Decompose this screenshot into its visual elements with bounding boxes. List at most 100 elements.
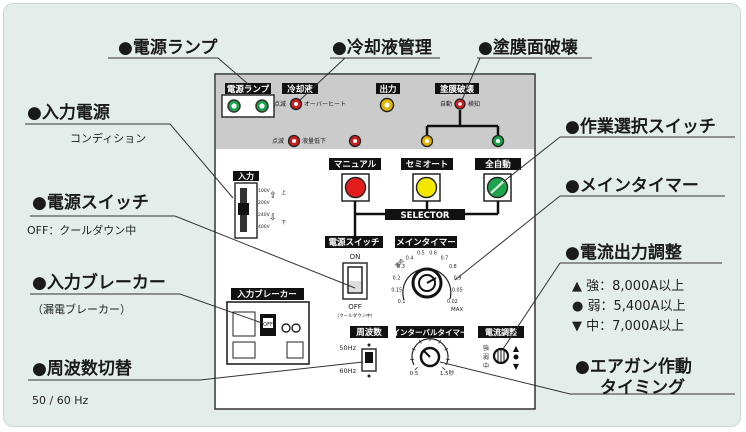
interval-scale-tick [442,366,446,371]
semiauto-button[interactable] [415,176,438,199]
manual-indicator-core [353,139,357,143]
main-timer-scale-label: 0.15 [391,288,402,294]
main-timer-scale-label: 0.2 [393,275,401,281]
coating-auto-label: 自動 [440,100,452,108]
callout-main-timer: ●メインタイマー [565,176,699,196]
input-mark-3: 400V [258,224,271,230]
fullauto-label-bg [475,158,521,170]
breaker-block-bl [232,341,256,359]
fullauto-button-stripe [490,180,505,194]
main-timer-pointer [426,277,437,284]
breaker-block-left [232,311,256,337]
power-lamp-label: 電源ランプ [227,84,270,95]
callout-freq-switch-sub: 50 / 60 Hz [32,394,89,407]
main-timer-scale-label: 0.4 [406,255,414,261]
breaker-label: 入力ブレーカー [236,289,297,300]
interval-label-bg [396,326,464,338]
freq-label-bg [350,326,388,338]
callout-work-select: ●作業選択スイッチ [565,117,716,137]
interval-scale-tick [410,358,415,360]
callout-power-switch-sub: OFF：クールダウン中 [27,224,137,237]
level-low-label: 液量低下 [302,137,326,145]
semiauto-label: セミオート [406,160,449,170]
callout-airgun-line2: タイミング [600,378,685,398]
callout-freq-switch: ●周波数切替 [32,359,132,379]
input-up-arrow: ⇧ [269,191,277,201]
level-blink-label: 点滅 [272,137,284,145]
coating-label-bg [435,83,479,94]
leader-lines [25,57,735,395]
callout-current-adjust: ●電流出力調整 [565,243,682,263]
main-timer-scale-label: 0.7 [441,255,449,261]
main-timer-scale-label: 0.02 [447,299,458,305]
freq-50-label: 50Hz [339,344,356,352]
power-switch-label-bg [325,236,383,248]
selector-label-bg [385,209,465,220]
current-spec-weak: ● 弱：5,400A以上 [572,299,686,314]
fullauto-indicator-core [496,139,500,143]
leader-current [502,262,722,350]
callout-input-breaker: ●入力ブレーカー [32,273,166,293]
level-low-lamp-core [292,139,296,143]
output-lamp-core [384,102,390,108]
main-timer-max-label: MAX [451,307,464,313]
semiauto-label-bg [401,158,453,170]
interval-pointer [423,350,431,358]
leader-freq [28,361,364,381]
current-knob-grip [497,349,505,363]
input-switch-lever[interactable] [238,203,249,215]
main-timer-scale-label: 0.05 [452,288,463,294]
power-lamp-right-core [259,103,265,109]
fullauto-label: 全自動 [484,159,511,170]
freq-switch-toggle[interactable] [365,352,373,363]
coating-label: 塗膜破壊 [440,84,475,95]
main-timer-scale-label: 0.5 [417,251,425,257]
callout-airgun: ●エアガン作動 [575,357,692,377]
input-down-mark: 下 [281,220,286,226]
manual-label-bg [329,158,381,170]
callout-input-breaker-sub: （漏電ブレーカー） [32,303,131,316]
breaker-off-label: OFF [263,322,273,328]
input-label: 入力 [237,171,254,181]
main-timer-scale-label: 0.1 [398,299,406,305]
coolant-label-bg [282,83,318,94]
power-switch-cooldown: （クールダウン中） [335,312,376,319]
callout-input-power-sub: コンディション [70,132,147,145]
current-dot-icon [513,354,519,360]
input-label-bg [233,171,259,181]
selector-lines [353,201,500,216]
callout-coating: ●塗膜面破壊 [478,38,578,58]
output-label: 出力 [379,84,396,95]
interval-scale-tick [411,348,416,351]
current-down-icon: ▼ [513,362,520,371]
manual-button[interactable] [344,176,367,199]
main-timer-label-bg [395,236,457,248]
callout-input-power: ●入力電源 [27,103,110,123]
current-weak-mark: 弱 [483,354,489,361]
current-spec-strong: ▲ 強：8,000A以上 [572,279,685,294]
callout-power-switch: ●電源スイッチ [32,193,149,213]
current-strong-mark: 強 [483,344,489,352]
breaker-toggle[interactable] [263,318,273,328]
coolant-blink-label: 点滅 [274,100,286,108]
power-switch-toggle-shade [349,281,361,292]
power-lamp-left-core [231,103,237,109]
power-switch-off: OFF [348,303,362,311]
input-mark-2: 240V [258,212,271,218]
interval-label: インターバルタイマー [393,327,468,337]
breaker-test-button-1[interactable] [281,323,291,333]
breaker-test-button-2[interactable] [291,323,301,333]
freq-50-dot [367,343,371,347]
callout-coolant: ●冷却液管理 [332,38,432,58]
coating-lamp-core [458,102,462,106]
main-timer-label: メインタイマー [396,237,456,248]
input-mark-0: 100V [258,188,271,194]
freq-60-dot [367,374,371,378]
coolant-overheat-label: オーバーヒート [304,101,346,108]
interval-scale-tick [438,339,442,344]
interval-scale-tick [444,348,449,351]
interval-scale-tick [445,358,450,360]
power-lamp-label-bg [225,83,271,94]
input-down-arrow: ⇩ [269,213,277,223]
